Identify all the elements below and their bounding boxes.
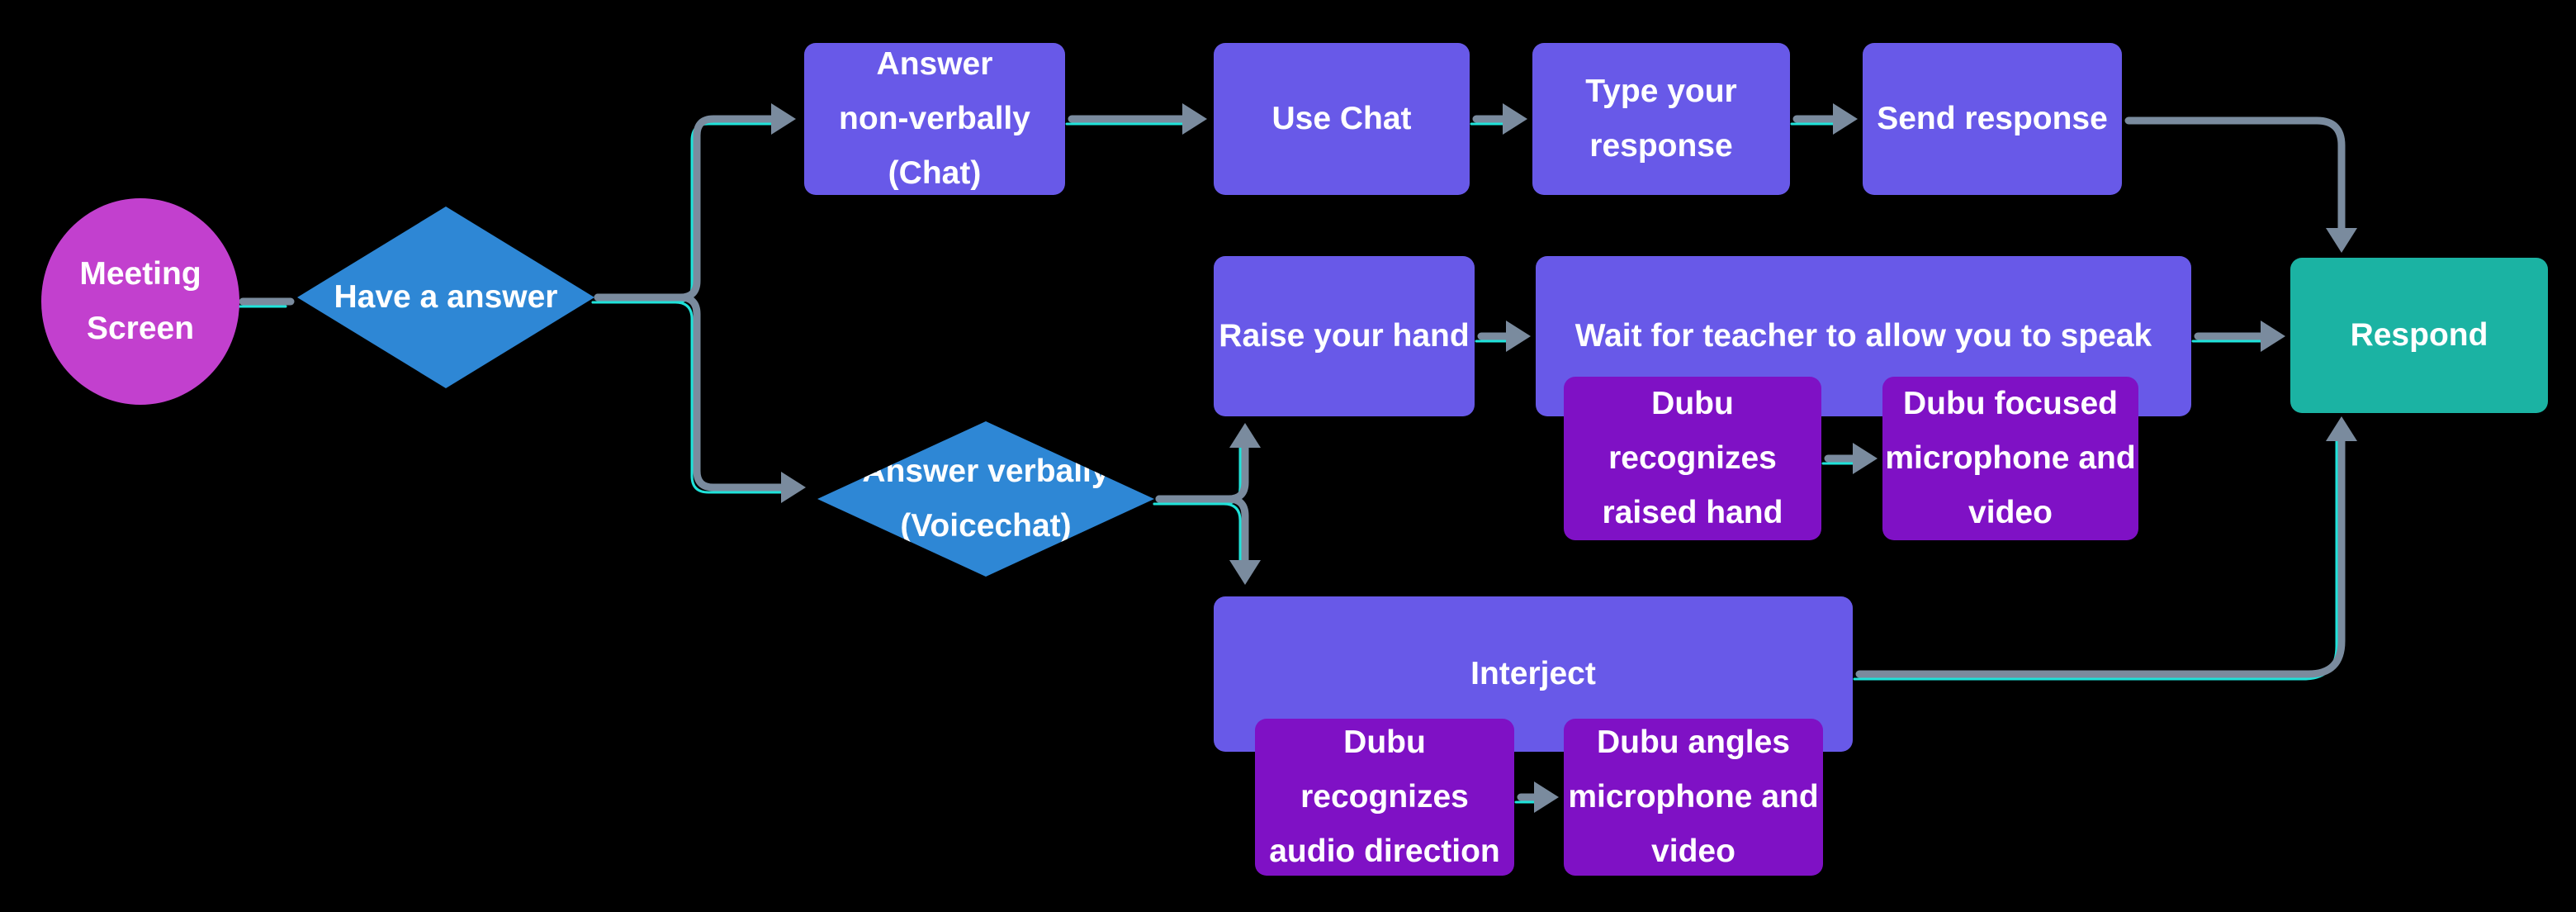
connector-dubu-hand-to-focused — [1821, 443, 1878, 474]
have-a-answer-label: Have a answer — [334, 279, 558, 315]
node-dubu-angles-microphone[interactable]: Dubu angles microphone and video — [1564, 719, 1823, 876]
node-use-chat[interactable]: Use Chat — [1214, 43, 1470, 195]
arrowhead-icon — [1182, 103, 1207, 135]
arrowhead-icon — [1506, 321, 1531, 352]
arrowhead-icon — [2326, 228, 2357, 253]
connector-decision-to-chat-branch — [591, 103, 796, 304]
arrowhead-icon — [2261, 321, 2285, 352]
dubu-angles-microphone-label: Dubu angles microphone and video — [1568, 724, 1819, 869]
node-raise-your-hand[interactable]: Raise your hand — [1214, 256, 1475, 416]
connector-interject-to-respond-bottom — [1853, 416, 2357, 681]
connector-send-to-respond-top — [2124, 116, 2357, 253]
node-dubu-recognizes-raised-hand[interactable]: Dubu recognizes raised hand — [1564, 377, 1821, 540]
connector-start-to-decision — [236, 297, 295, 308]
type-your-response-label: Type your response — [1585, 74, 1737, 164]
interject-label: Interject — [1470, 656, 1596, 691]
connector-use-chat-to-type — [1470, 103, 1527, 135]
connector-decision-to-voice-branch — [591, 293, 806, 503]
arrowhead-icon — [781, 472, 806, 503]
dubu-recognizes-raised-hand-label: Dubu recognizes raised hand — [1602, 386, 1783, 530]
arrowhead-icon — [1853, 443, 1878, 474]
wait-for-teacher-label: Wait for teacher to allow you to speak — [1574, 318, 2152, 354]
connector-raise-to-wait — [1475, 321, 1531, 352]
arrowhead-icon — [1534, 781, 1559, 813]
connector-type-to-send — [1790, 103, 1858, 135]
use-chat-label: Use Chat — [1271, 101, 1412, 136]
arrowhead-icon — [1833, 103, 1858, 135]
arrowhead-icon — [1503, 103, 1527, 135]
answer-non-verbally-chat-label: Answer non-verbally (Chat) — [839, 46, 1030, 191]
arrowhead-icon — [1229, 560, 1261, 585]
node-dubu-recognizes-audio-direction[interactable]: Dubu recognizes audio direction — [1255, 719, 1514, 876]
node-meeting-screen[interactable]: Meeting Screen — [41, 198, 239, 405]
arrowhead-icon — [2326, 416, 2357, 441]
arrowhead-icon — [771, 103, 796, 135]
node-send-response[interactable]: Send response — [1863, 43, 2122, 195]
connector-dubu-audio-to-angles — [1514, 781, 1559, 813]
connector-voice-to-raise-hand — [1153, 423, 1261, 506]
node-type-your-response[interactable]: Type your response — [1532, 43, 1790, 195]
send-response-label: Send response — [1877, 101, 2108, 136]
connector-chat-to-use-chat — [1065, 103, 1207, 135]
dubu-focused-microphone-label: Dubu focused microphone and video — [1885, 386, 2136, 530]
respond-label: Respond — [2350, 317, 2488, 353]
meeting-screen-label: Meeting Screen — [79, 256, 201, 346]
node-dubu-focused-microphone[interactable]: Dubu focused microphone and video — [1882, 377, 2138, 540]
dubu-recognizes-audio-direction-label: Dubu recognizes audio direction — [1269, 724, 1500, 869]
connector-wait-to-respond-left — [2191, 321, 2285, 352]
raise-your-hand-label: Raise your hand — [1219, 318, 1470, 354]
arrowhead-icon — [1229, 423, 1261, 448]
connector-voice-to-interject — [1153, 495, 1261, 585]
node-respond[interactable]: Respond — [2290, 258, 2548, 413]
node-answer-non-verbally-chat[interactable]: Answer non-verbally (Chat) — [804, 43, 1065, 195]
